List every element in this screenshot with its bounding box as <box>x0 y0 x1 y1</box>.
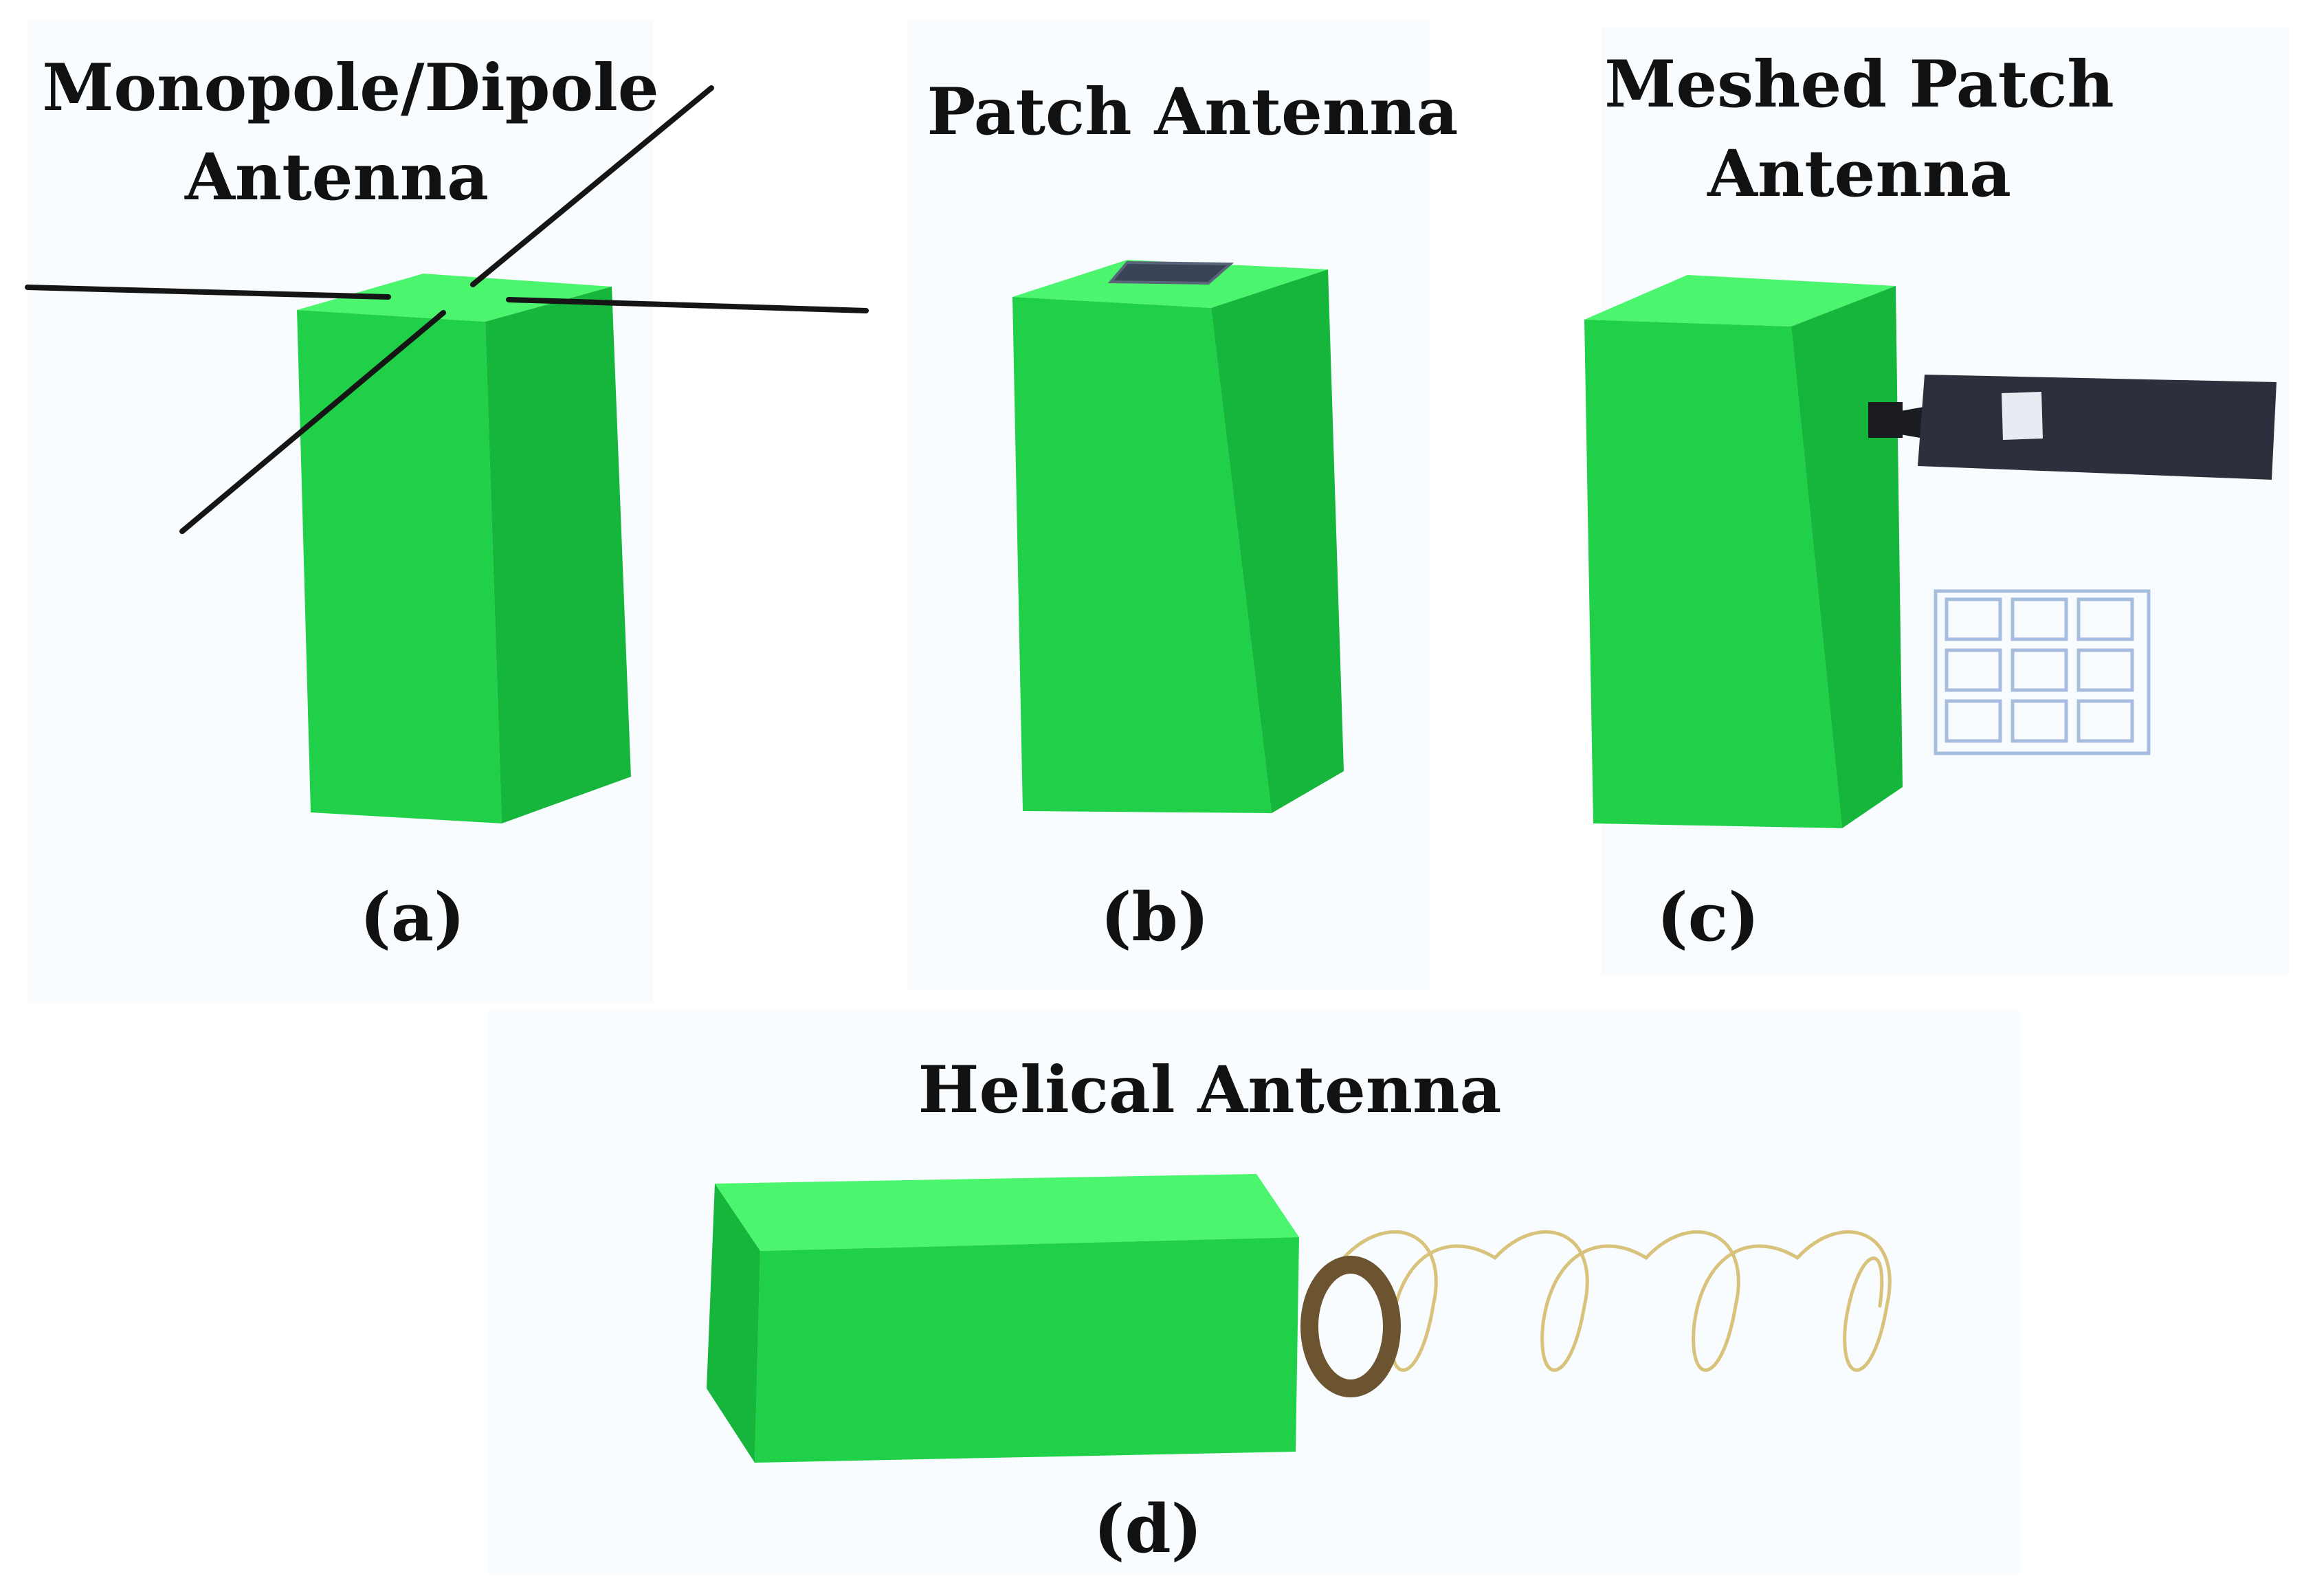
cube-icon <box>1012 260 1344 813</box>
cube-side-face <box>1211 269 1344 813</box>
feed-ring-icon <box>1300 1256 1401 1397</box>
cube-front-face <box>1584 320 1842 828</box>
patch-icon <box>1107 261 1234 285</box>
mesh-grid-icon <box>1934 589 2151 755</box>
panel-c-caption: (c) <box>1657 878 1759 956</box>
panel-b: Patch Antenna (b) <box>927 74 1459 956</box>
panel-a-title-line-2: Antenna <box>184 140 489 215</box>
panel-b-caption: (b) <box>1100 878 1209 956</box>
cube-side-face <box>485 287 631 823</box>
panel-c-title-line-1: Meshed Patch <box>1604 47 2114 122</box>
cube-icon <box>297 274 631 823</box>
panel-d-title: Helical Antenna <box>918 1052 1502 1128</box>
connector-panel-icon <box>1868 375 2277 480</box>
panel-a-title-line-1: Monopole/Dipole <box>42 50 658 126</box>
panel-b-title: Patch Antenna <box>927 74 1459 150</box>
cube-top-face <box>1584 275 1896 326</box>
cube-top-face <box>297 274 612 322</box>
panel-a: Monopole/Dipole Antenna (a) <box>25 50 869 956</box>
cube-top-face <box>715 1174 1299 1251</box>
panel-a-caption: (a) <box>359 878 465 956</box>
cube-icon <box>1584 275 1903 828</box>
panel-c-title-line-2: Antenna <box>1707 136 2011 212</box>
cube-front-face <box>297 310 502 823</box>
lying-cube-icon <box>707 1174 1299 1463</box>
cube-side-face <box>707 1184 760 1463</box>
panel-d: Helical Antenna (d) <box>707 1052 1892 1568</box>
panel-d-caption: (d) <box>1094 1490 1202 1568</box>
dipole-wires-icon <box>25 85 869 534</box>
cube-front-face <box>1012 297 1272 813</box>
cube-front-face <box>755 1237 1299 1463</box>
panel-c: Meshed Patch Antenna (c) <box>1584 47 2277 956</box>
